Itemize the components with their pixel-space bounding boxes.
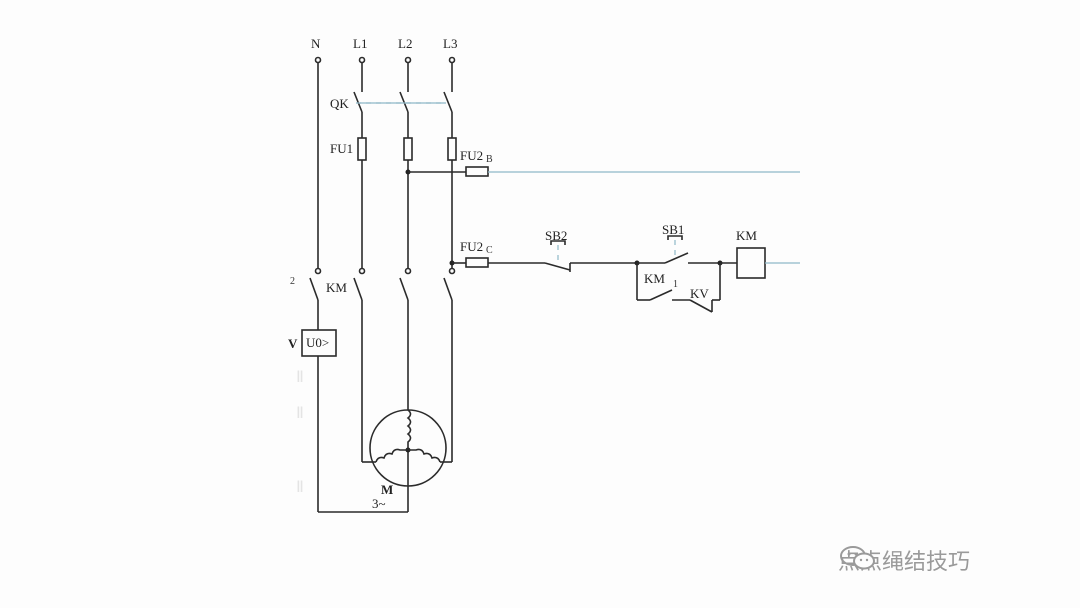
km-contact-l3 — [443, 277, 453, 301]
terminal-l1 — [358, 56, 366, 64]
phase-label-l2: L2 — [398, 36, 412, 51]
fu2-b-sub: B — [486, 154, 493, 165]
voltmeter-label: V — [288, 336, 298, 351]
qk-switch-l2 — [399, 91, 409, 113]
terminal-n — [314, 56, 322, 64]
phase-label-l3: L3 — [443, 36, 457, 51]
voltage-relay — [301, 329, 337, 357]
kv-contact — [689, 299, 713, 313]
fu2-c-sub: C — [486, 245, 493, 256]
relay-text: U0> — [306, 335, 329, 350]
winding-w — [408, 448, 441, 463]
qk-switch-l1 — [353, 91, 363, 113]
fu2-c-label: FU2 — [460, 239, 483, 254]
watermark: 点点绳结技巧 — [838, 544, 970, 576]
fuse-fu2-b — [465, 166, 489, 177]
sb1-actuator — [667, 235, 683, 240]
fuse-fu2-c — [465, 257, 489, 268]
fuse-fu1-l3 — [447, 137, 457, 161]
winding-u — [375, 448, 408, 463]
km-terminal — [314, 267, 322, 275]
km-contact-n — [309, 277, 319, 301]
sb2-button — [544, 262, 571, 271]
km-terminal — [358, 267, 366, 275]
terminal-l3 — [448, 56, 456, 64]
qk-label: QK — [330, 96, 349, 111]
fu1-label: FU1 — [330, 141, 353, 156]
sb1-label: SB1 — [662, 222, 684, 237]
sb1-button — [664, 252, 689, 264]
kv-label: KV — [690, 286, 709, 301]
winding-v — [406, 409, 412, 450]
fuse-fu1-l1 — [357, 137, 367, 161]
km-coil-label: KM — [736, 228, 757, 243]
sb2-label: SB2 — [545, 228, 567, 243]
qk-switch-l3 — [443, 91, 453, 113]
scan-artifact: Ⅱ — [296, 405, 304, 422]
phase-label-n: N — [311, 36, 321, 51]
km-contact-l1 — [353, 277, 363, 301]
km-aux-label: KM — [644, 271, 665, 286]
phase-label-l1: L1 — [353, 36, 367, 51]
sb2-actuator — [550, 240, 566, 245]
km-terminal — [448, 267, 456, 275]
km-prefix: 2 — [290, 276, 295, 287]
wechat-icon — [840, 546, 875, 570]
km-aux-contact — [649, 289, 673, 301]
scan-artifact: Ⅱ — [296, 369, 304, 386]
fu2-b-label: FU2 — [460, 148, 483, 163]
terminal-l2 — [404, 56, 412, 64]
km-main-label: KM — [326, 280, 347, 295]
motor-phase-label: 3~ — [372, 496, 386, 511]
motor-label: M — [381, 482, 393, 497]
scan-artifact: Ⅱ — [296, 479, 304, 496]
km-contact-l2 — [399, 277, 409, 301]
fuse-fu1-l2 — [403, 137, 413, 161]
km-terminal — [404, 267, 412, 275]
km-aux-sub: 1 — [673, 279, 678, 290]
km-coil — [736, 247, 766, 279]
